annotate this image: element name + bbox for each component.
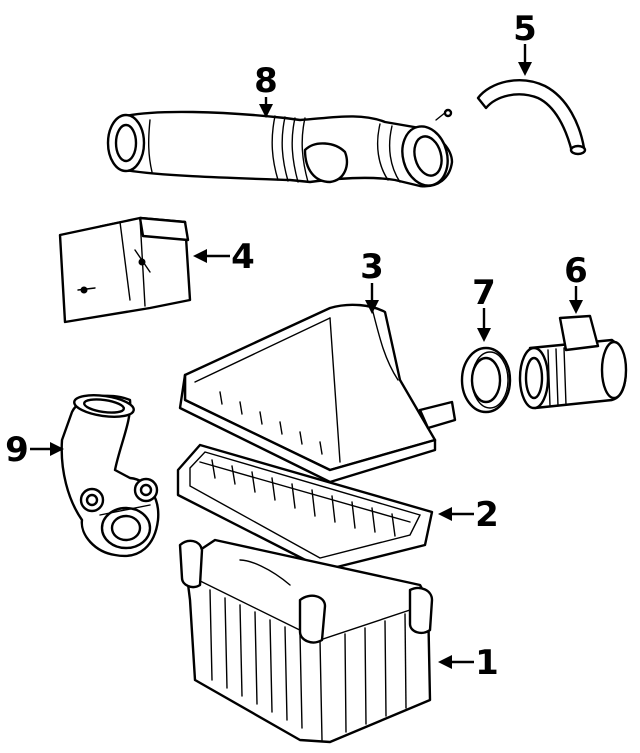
part-2-air-filter	[176, 443, 434, 572]
arrow-6-head	[569, 300, 583, 314]
part-5-vacuum-hose	[476, 79, 587, 156]
callout-6: 6	[564, 251, 588, 291]
arrow-9-head	[50, 442, 64, 456]
part-8-intake-hose	[106, 108, 454, 188]
callout-labels: 8 5 4 3 7 6 9 2 1	[5, 9, 588, 683]
part-7-grommet	[460, 346, 512, 414]
callout-arrows	[30, 44, 583, 669]
arrow-4-head	[193, 249, 207, 263]
arrow-1-head	[438, 655, 452, 669]
callout-5: 5	[513, 9, 537, 49]
arrow-5-head	[518, 62, 532, 76]
arrow-8-head	[259, 104, 273, 118]
callout-1: 1	[475, 643, 499, 683]
callout-4: 4	[231, 237, 255, 277]
callout-8: 8	[254, 61, 278, 101]
callout-9: 9	[5, 430, 29, 470]
callout-3: 3	[360, 247, 384, 287]
arrow-2-head	[438, 507, 452, 521]
part-1-lower-case	[178, 538, 434, 744]
part-6-airflow-meter	[518, 314, 628, 410]
part-4-bracket	[58, 216, 192, 324]
arrow-3-head	[365, 300, 379, 314]
arrow-7-head	[477, 328, 491, 342]
callout-2: 2	[475, 495, 499, 535]
callout-7: 7	[472, 273, 496, 313]
part-9-duct	[60, 394, 160, 558]
